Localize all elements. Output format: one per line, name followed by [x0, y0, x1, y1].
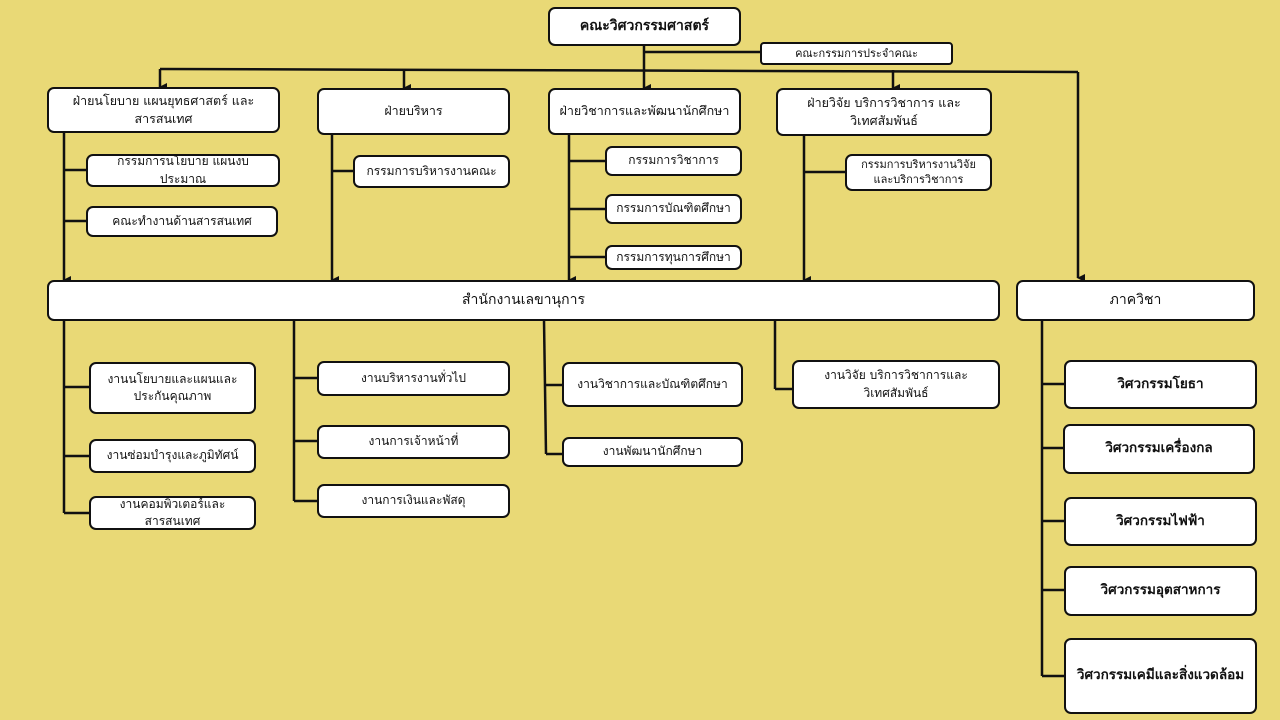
committee-box: กรรมการบริหารงานคณะ [353, 155, 510, 188]
section-label: งานวิชาการและบัณฑิตศึกษา [577, 376, 728, 391]
department-label: วิศวกรรมอุตสาหการ [1100, 582, 1221, 599]
faculty-label: คณะวิศวกรรมศาสตร์ [579, 18, 710, 35]
committee-label: กรรมการทุนการศึกษา [616, 249, 731, 264]
secretariat-box: สำนักงานเลขานุการ [47, 280, 1000, 321]
division-policy: ฝ่ายนโยบาย แผนยุทธศาสตร์ และสารสนเทศ [47, 87, 280, 133]
committee-label: คณะทำงานด้านสารสนเทศ [112, 213, 252, 228]
board-label: คณะกรรมการประจำคณะ [795, 46, 918, 60]
division-label: ฝ่ายบริหาร [384, 103, 443, 119]
committee-box: คณะทำงานด้านสารสนเทศ [86, 206, 278, 237]
faculty-box: คณะวิศวกรรมศาสตร์ [548, 7, 741, 46]
committee-box: กรรมการบัณฑิตศึกษา [605, 194, 742, 224]
section-label: งานนโยบายและแผนและประกันคุณภาพ [107, 371, 238, 403]
section-label: งานวิจัย บริการวิชาการและวิเทศสัมพันธ์ [824, 368, 968, 400]
section-box: งานคอมพิวเตอร์และสารสนเทศ [89, 496, 256, 530]
department-label: วิศวกรรมโยธา [1117, 375, 1204, 392]
section-label: งานการเงินและพัสดุ [361, 493, 466, 508]
department-label: วิศวกรรมเคมีและสิ่งแวดล้อม [1076, 667, 1245, 684]
department-box: วิศวกรรมเครื่องกล [1063, 424, 1255, 474]
department-box: วิศวกรรมอุตสาหการ [1064, 566, 1257, 616]
committee-box: กรรมการบริหารงานวิจัยและบริการวิชาการ [845, 154, 992, 191]
committee-box: กรรมการทุนการศึกษา [605, 245, 742, 270]
section-label: งานบริหารงานทั่วไป [360, 370, 467, 385]
committee-box: กรรมการนโยบาย แผนงบประมาณ [86, 154, 280, 187]
section-box: งานนโยบายและแผนและประกันคุณภาพ [89, 362, 256, 414]
section-box: งานวิจัย บริการวิชาการและวิเทศสัมพันธ์ [792, 360, 1000, 409]
section-box: งานบริหารงานทั่วไป [317, 361, 510, 396]
section-box: งานวิชาการและบัณฑิตศึกษา [562, 362, 743, 407]
department-label: วิศวกรรมเครื่องกล [1105, 440, 1213, 457]
committee-label: กรรมการบริหารงานวิจัยและบริการวิชาการ [861, 158, 976, 186]
committee-box: กรรมการวิชาการ [605, 146, 742, 176]
committee-label: กรรมการบัณฑิตศึกษา [616, 201, 731, 216]
committee-label: กรรมการนโยบาย แผนงบประมาณ [117, 154, 249, 186]
section-label: งานคอมพิวเตอร์และสารสนเทศ [119, 496, 226, 528]
section-label: งานการเจ้าหน้าที่ [368, 434, 459, 449]
departments-box: ภาควิชา [1016, 280, 1255, 321]
section-label: งานพัฒนานักศึกษา [602, 444, 703, 459]
department-box: วิศวกรรมเคมีและสิ่งแวดล้อม [1064, 638, 1257, 714]
section-box: งานพัฒนานักศึกษา [562, 437, 743, 467]
departments-label: ภาควิชา [1109, 292, 1162, 309]
section-box: งานซ่อมบำรุงและภูมิทัศน์ [89, 439, 256, 473]
division-academic: ฝ่ายวิชาการและพัฒนานักศึกษา [548, 88, 741, 135]
division-admin: ฝ่ายบริหาร [317, 88, 510, 135]
department-box: วิศวกรรมโยธา [1064, 360, 1257, 409]
section-box: งานการเจ้าหน้าที่ [317, 425, 510, 459]
division-label: ฝ่ายวิชาการและพัฒนานักศึกษา [559, 103, 730, 119]
division-research: ฝ่ายวิจัย บริการวิชาการ และวิเทศสัมพันธ์ [776, 88, 992, 136]
division-label: ฝ่ายวิจัย บริการวิชาการ และวิเทศสัมพันธ์ [807, 94, 961, 128]
committee-label: กรรมการบริหารงานคณะ [366, 163, 497, 178]
department-label: วิศวกรรมไฟฟ้า [1116, 512, 1205, 529]
board-box: คณะกรรมการประจำคณะ [760, 42, 953, 65]
division-label: ฝ่ายนโยบาย แผนยุทธศาสตร์ และสารสนเทศ [72, 92, 255, 126]
section-box: งานการเงินและพัสดุ [317, 484, 510, 518]
department-box: วิศวกรรมไฟฟ้า [1064, 497, 1257, 546]
committee-label: กรรมการวิชาการ [628, 153, 719, 168]
secretariat-label: สำนักงานเลขานุการ [462, 292, 585, 309]
section-label: งานซ่อมบำรุงและภูมิทัศน์ [106, 448, 239, 463]
